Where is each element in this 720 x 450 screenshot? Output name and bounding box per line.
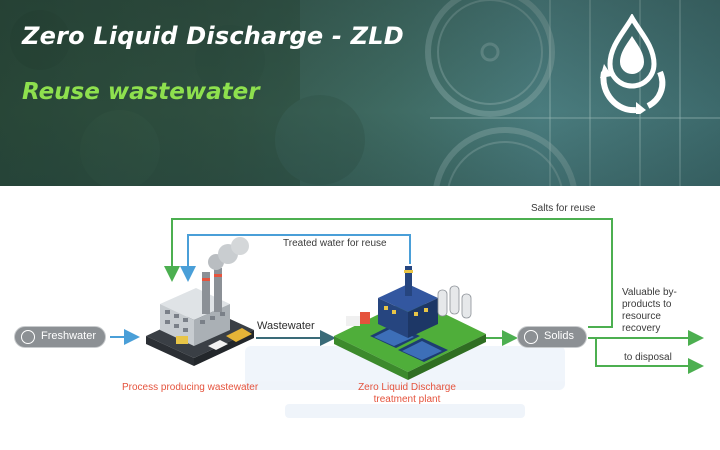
freshwater-label: Freshwater xyxy=(41,330,97,342)
hero-banner: Zero Liquid Discharge - ZLD Reuse wastew… xyxy=(0,0,720,186)
freshwater-source: Freshwater xyxy=(14,326,106,348)
aerial-treatment-plant-background xyxy=(0,0,720,186)
water-recycle-drop-icon xyxy=(600,14,666,114)
solids-label: Solids xyxy=(544,330,574,342)
page-subtitle: Reuse wastewater xyxy=(22,79,260,105)
zld-plant-illustration xyxy=(334,266,486,380)
water-drop-icon xyxy=(21,330,35,344)
treated-water-flow-label: Treated water for reuse xyxy=(283,238,387,249)
zld-plant-caption: Zero Liquid Discharge treatment plant xyxy=(358,382,456,405)
solids-icon xyxy=(524,330,538,344)
banner-tint xyxy=(0,0,720,186)
page-title: Zero Liquid Discharge - ZLD xyxy=(22,22,404,50)
treated-water-arrow xyxy=(180,234,411,282)
salts-reuse-arrow xyxy=(164,218,613,328)
solids-output: Solids xyxy=(517,326,587,348)
salts-flow-label: Salts for reuse xyxy=(531,203,596,214)
zld-process-diagram: Freshwater Solids Wastewater Treated wat… xyxy=(0,186,720,450)
factory-illustration xyxy=(146,237,254,366)
wastewater-flow-label: Wastewater xyxy=(257,320,315,332)
disposal-arrow xyxy=(595,338,704,374)
process-caption: Process producing wastewater xyxy=(122,382,259,393)
diagram-canvas xyxy=(110,218,704,418)
disposal-caption: to disposal xyxy=(624,352,672,363)
byproducts-caption: Valuable by-products to resource recover… xyxy=(622,287,677,334)
